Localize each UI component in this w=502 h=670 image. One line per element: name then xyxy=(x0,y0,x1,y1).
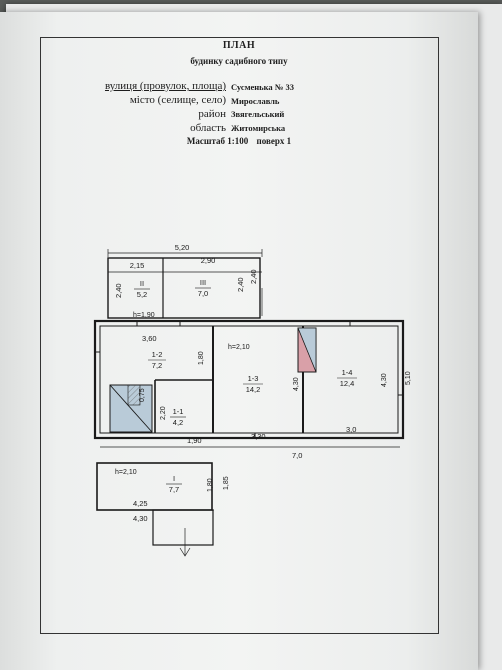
height-porch: h=2,10 xyxy=(115,469,137,476)
room-I-name: I xyxy=(173,474,175,483)
shed-outline xyxy=(107,257,261,319)
document-title: ПЛАН xyxy=(222,40,256,51)
stove-fills xyxy=(109,327,317,433)
dim-4-30-right: 4,30 xyxy=(381,373,388,387)
window-marks xyxy=(95,321,403,438)
dim-shed-depth-mid: 2,40 xyxy=(236,277,245,292)
dim-3-0: 3,0 xyxy=(346,425,356,434)
room-1-3-name: 1-3 xyxy=(248,374,259,383)
document-subtitle: будинку садибного типу xyxy=(190,56,288,66)
room-I-area: 7,7 xyxy=(169,485,179,494)
scale-label: Масштаб 1:100 xyxy=(186,136,249,146)
height-shed: h=1,90 xyxy=(133,312,155,319)
dim-1-80-porch: 1,80 xyxy=(207,478,214,492)
dim-4-30-bottom: 4,30 xyxy=(133,514,148,523)
room-1-3-area: 14,2 xyxy=(246,385,261,394)
street-label: вулиця (провулок, площа) xyxy=(104,80,226,92)
dim-shed-left: 2,15 xyxy=(130,261,145,270)
room-1-2-area: 7,2 xyxy=(152,361,162,370)
dim-outer-top: 5,20 xyxy=(175,243,190,252)
dim-1-80: 1,80 xyxy=(198,351,205,365)
scale-line: Масштаб 1:100 поверх 1 xyxy=(0,136,478,146)
region-value: Житомирська xyxy=(231,123,286,133)
dim-shed-depth-right: 2,40 xyxy=(249,269,258,284)
dim-0-75: 0,75 xyxy=(139,388,146,402)
dim-shed-depth-left: 2,40 xyxy=(114,283,123,298)
height-main: h=2,10 xyxy=(228,344,250,351)
town-label: місто (селище, село) xyxy=(129,94,226,106)
room-1-4-name: 1-4 xyxy=(342,368,353,377)
room-1-4-area: 12,4 xyxy=(340,379,355,388)
room-II-name: II xyxy=(140,279,144,288)
house-outline xyxy=(93,319,405,440)
page-frame xyxy=(40,37,439,634)
district-value: Звягельський xyxy=(231,109,285,119)
dim-1-85: 1,85 xyxy=(223,476,230,490)
dim-7-0: 7,0 xyxy=(292,451,302,460)
region-label: область xyxy=(190,122,226,134)
room-1-2-name: 1-2 xyxy=(152,350,163,359)
dim-5-10: 5,10 xyxy=(405,371,412,385)
dim-2-20: 2,20 xyxy=(160,406,167,420)
steps-outline xyxy=(152,509,214,546)
room-1-1-name: 1-1 xyxy=(173,407,184,416)
dim-4-25: 4,25 xyxy=(133,499,148,508)
building-walls xyxy=(93,257,405,546)
room-II-area: 5,2 xyxy=(137,290,147,299)
room-1-1-area: 4,2 xyxy=(173,418,183,427)
district-label: район xyxy=(198,108,226,120)
floor-label: поверх 1 xyxy=(256,136,292,146)
dim-3-30: 3,30 xyxy=(251,432,266,441)
dim-shed-right: 2,90 xyxy=(201,256,216,265)
dim-4-30-mid: 4,30 xyxy=(293,377,300,391)
dim-1-90: 1,90 xyxy=(187,436,202,445)
street-value: Сусменька № 33 xyxy=(231,82,294,92)
town-value: Мирославль xyxy=(231,96,280,106)
room-III-name: III xyxy=(200,278,206,287)
dim-3-60: 3,60 xyxy=(142,334,157,343)
room-III-area: 7,0 xyxy=(198,289,208,298)
